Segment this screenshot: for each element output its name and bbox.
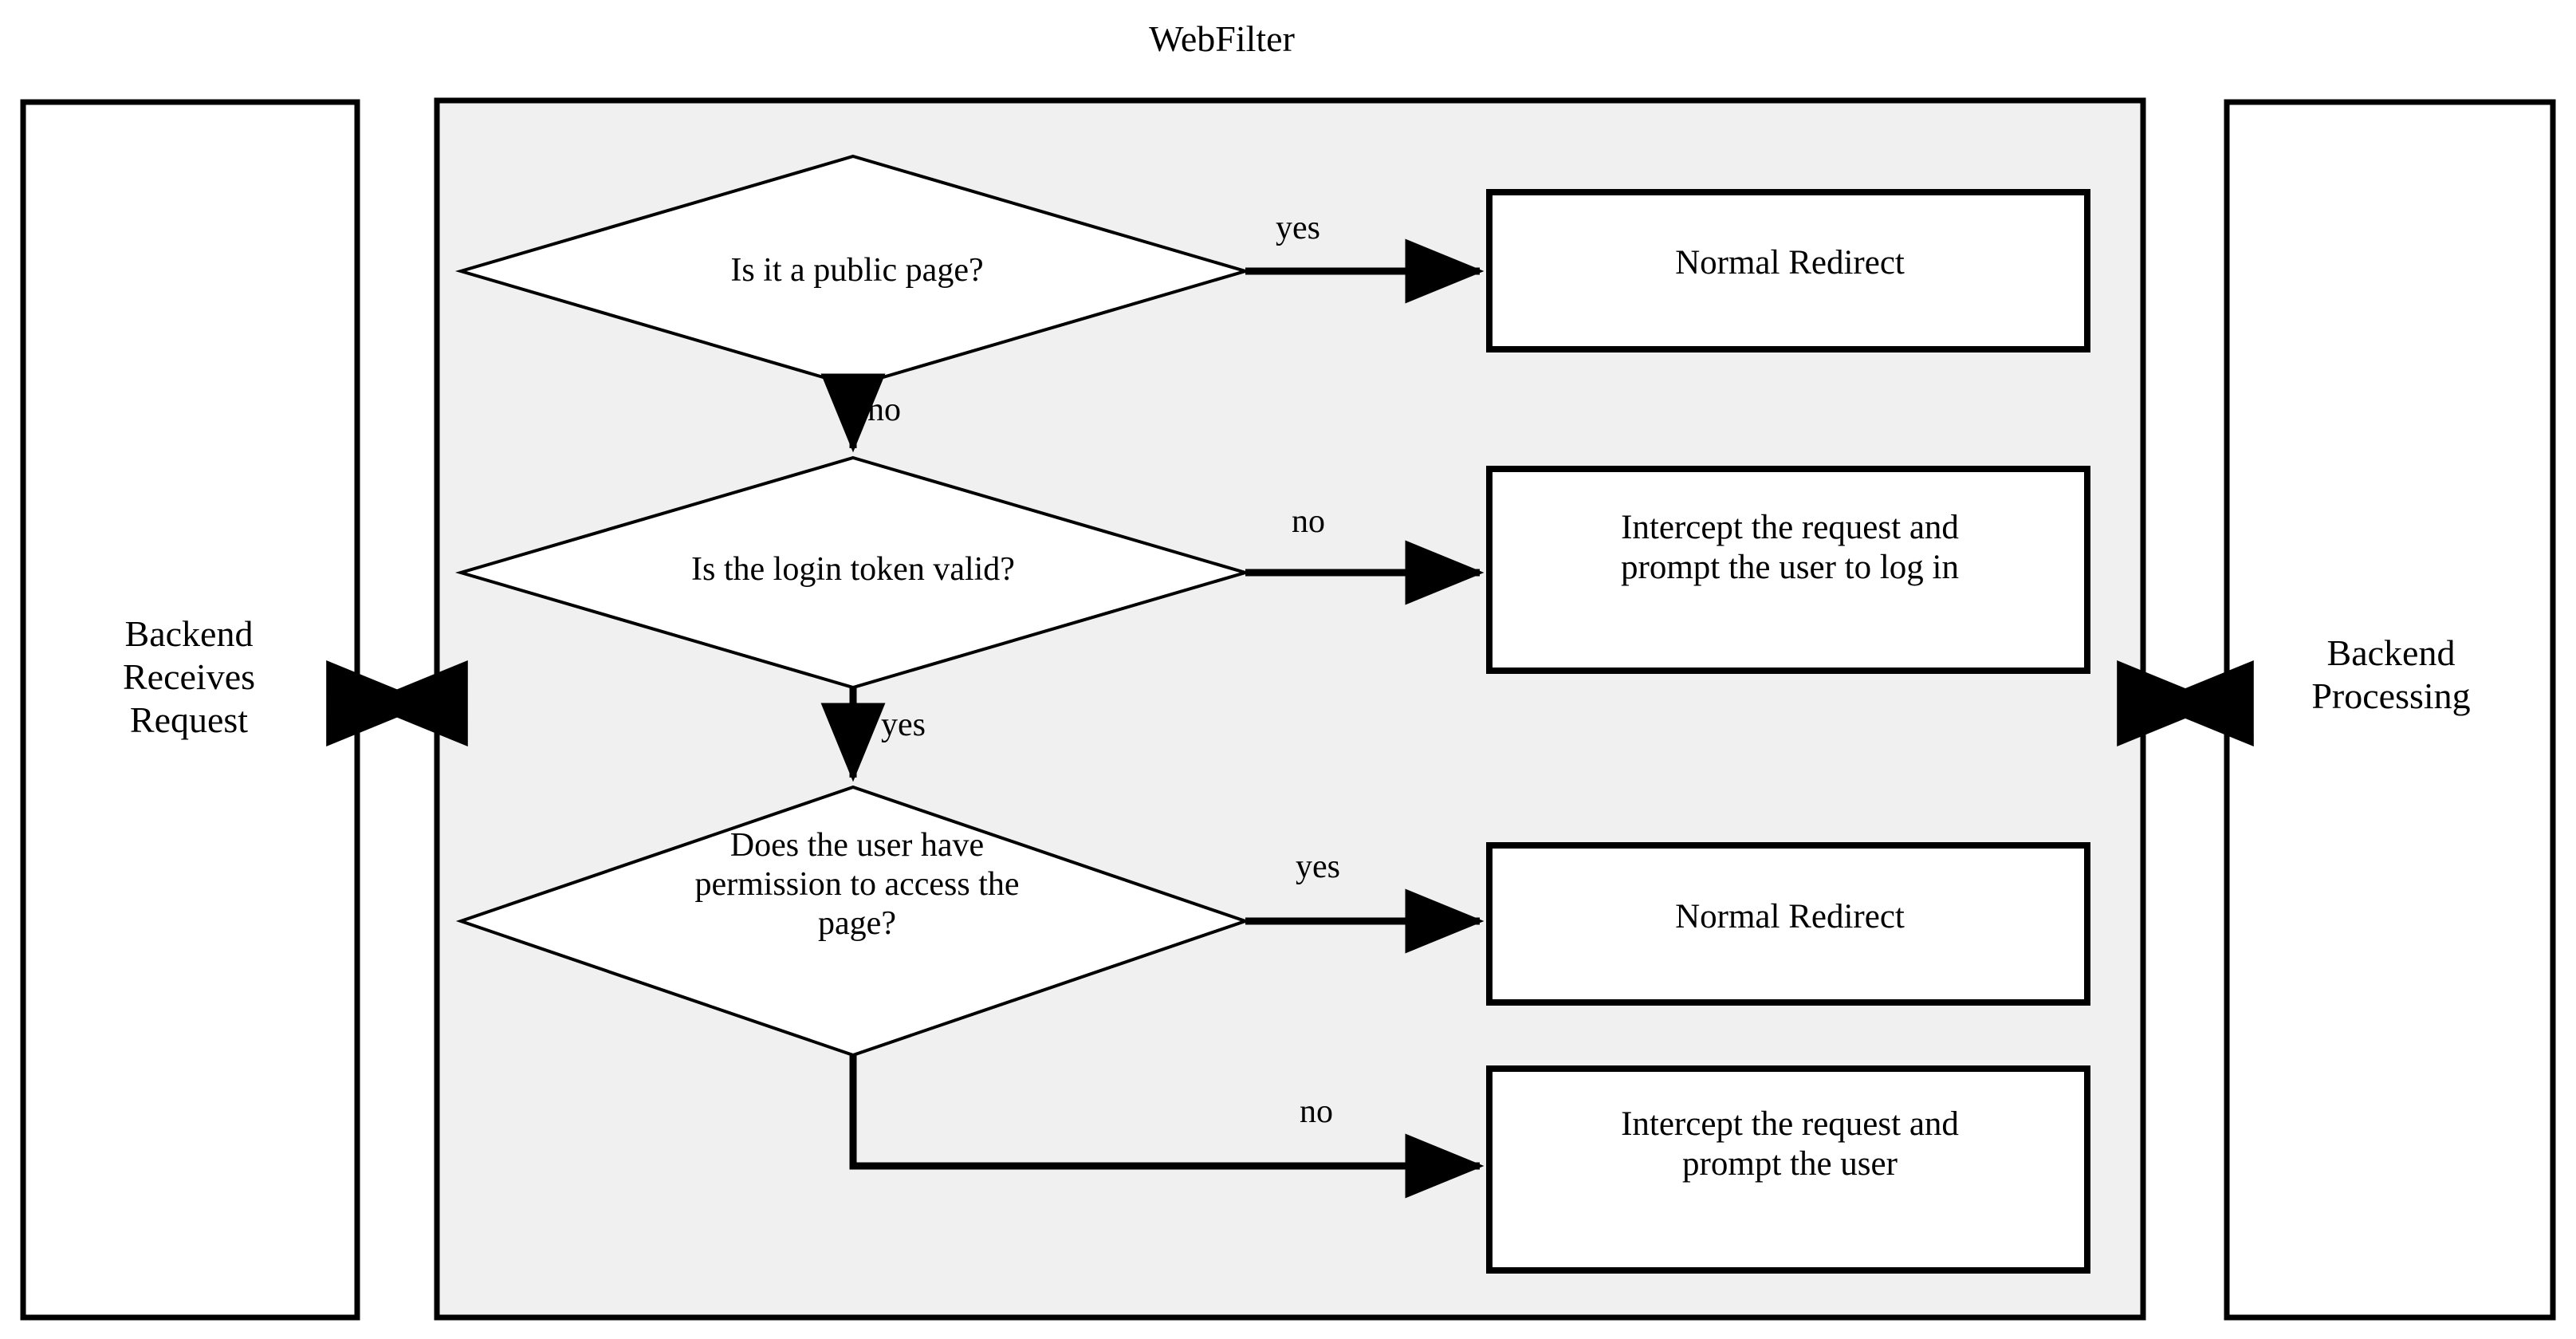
edge-6-label: no bbox=[1300, 1093, 1333, 1130]
edge-6-line bbox=[849, 1055, 1485, 1199]
decision-1-label: Is it a public page? bbox=[730, 252, 984, 289]
action-1-box bbox=[1486, 189, 2090, 352]
left-panel-label: Backend Receives Request bbox=[122, 613, 256, 740]
decision-3-label: Does the user have permission to access … bbox=[694, 827, 1020, 943]
action-4-label: Intercept the request and prompt the use… bbox=[1621, 1105, 1959, 1183]
left-panel-box bbox=[20, 99, 360, 1321]
action-4-box bbox=[1486, 1065, 2090, 1274]
action-3-label: Normal Redirect bbox=[1675, 898, 1905, 935]
action-3-box bbox=[1486, 842, 2090, 1006]
action-2-box bbox=[1486, 466, 2090, 674]
right-panel-label: Backend Processing bbox=[2311, 632, 2471, 716]
edge-1-label: yes bbox=[1276, 210, 1320, 246]
action-1-label: Normal Redirect bbox=[1675, 244, 1905, 282]
action-2-label: Intercept the request and prompt the use… bbox=[1621, 509, 1959, 587]
edge-5-label: yes bbox=[1296, 849, 1340, 885]
diagram-title: WebFilter bbox=[1149, 18, 1295, 59]
edge-4-label: yes bbox=[881, 707, 926, 743]
decision-2-label: Is the login token valid? bbox=[691, 551, 1015, 588]
edge-2-label: no bbox=[867, 392, 901, 428]
edge-3-label: no bbox=[1292, 503, 1325, 540]
right-panel-box bbox=[2224, 99, 2556, 1321]
